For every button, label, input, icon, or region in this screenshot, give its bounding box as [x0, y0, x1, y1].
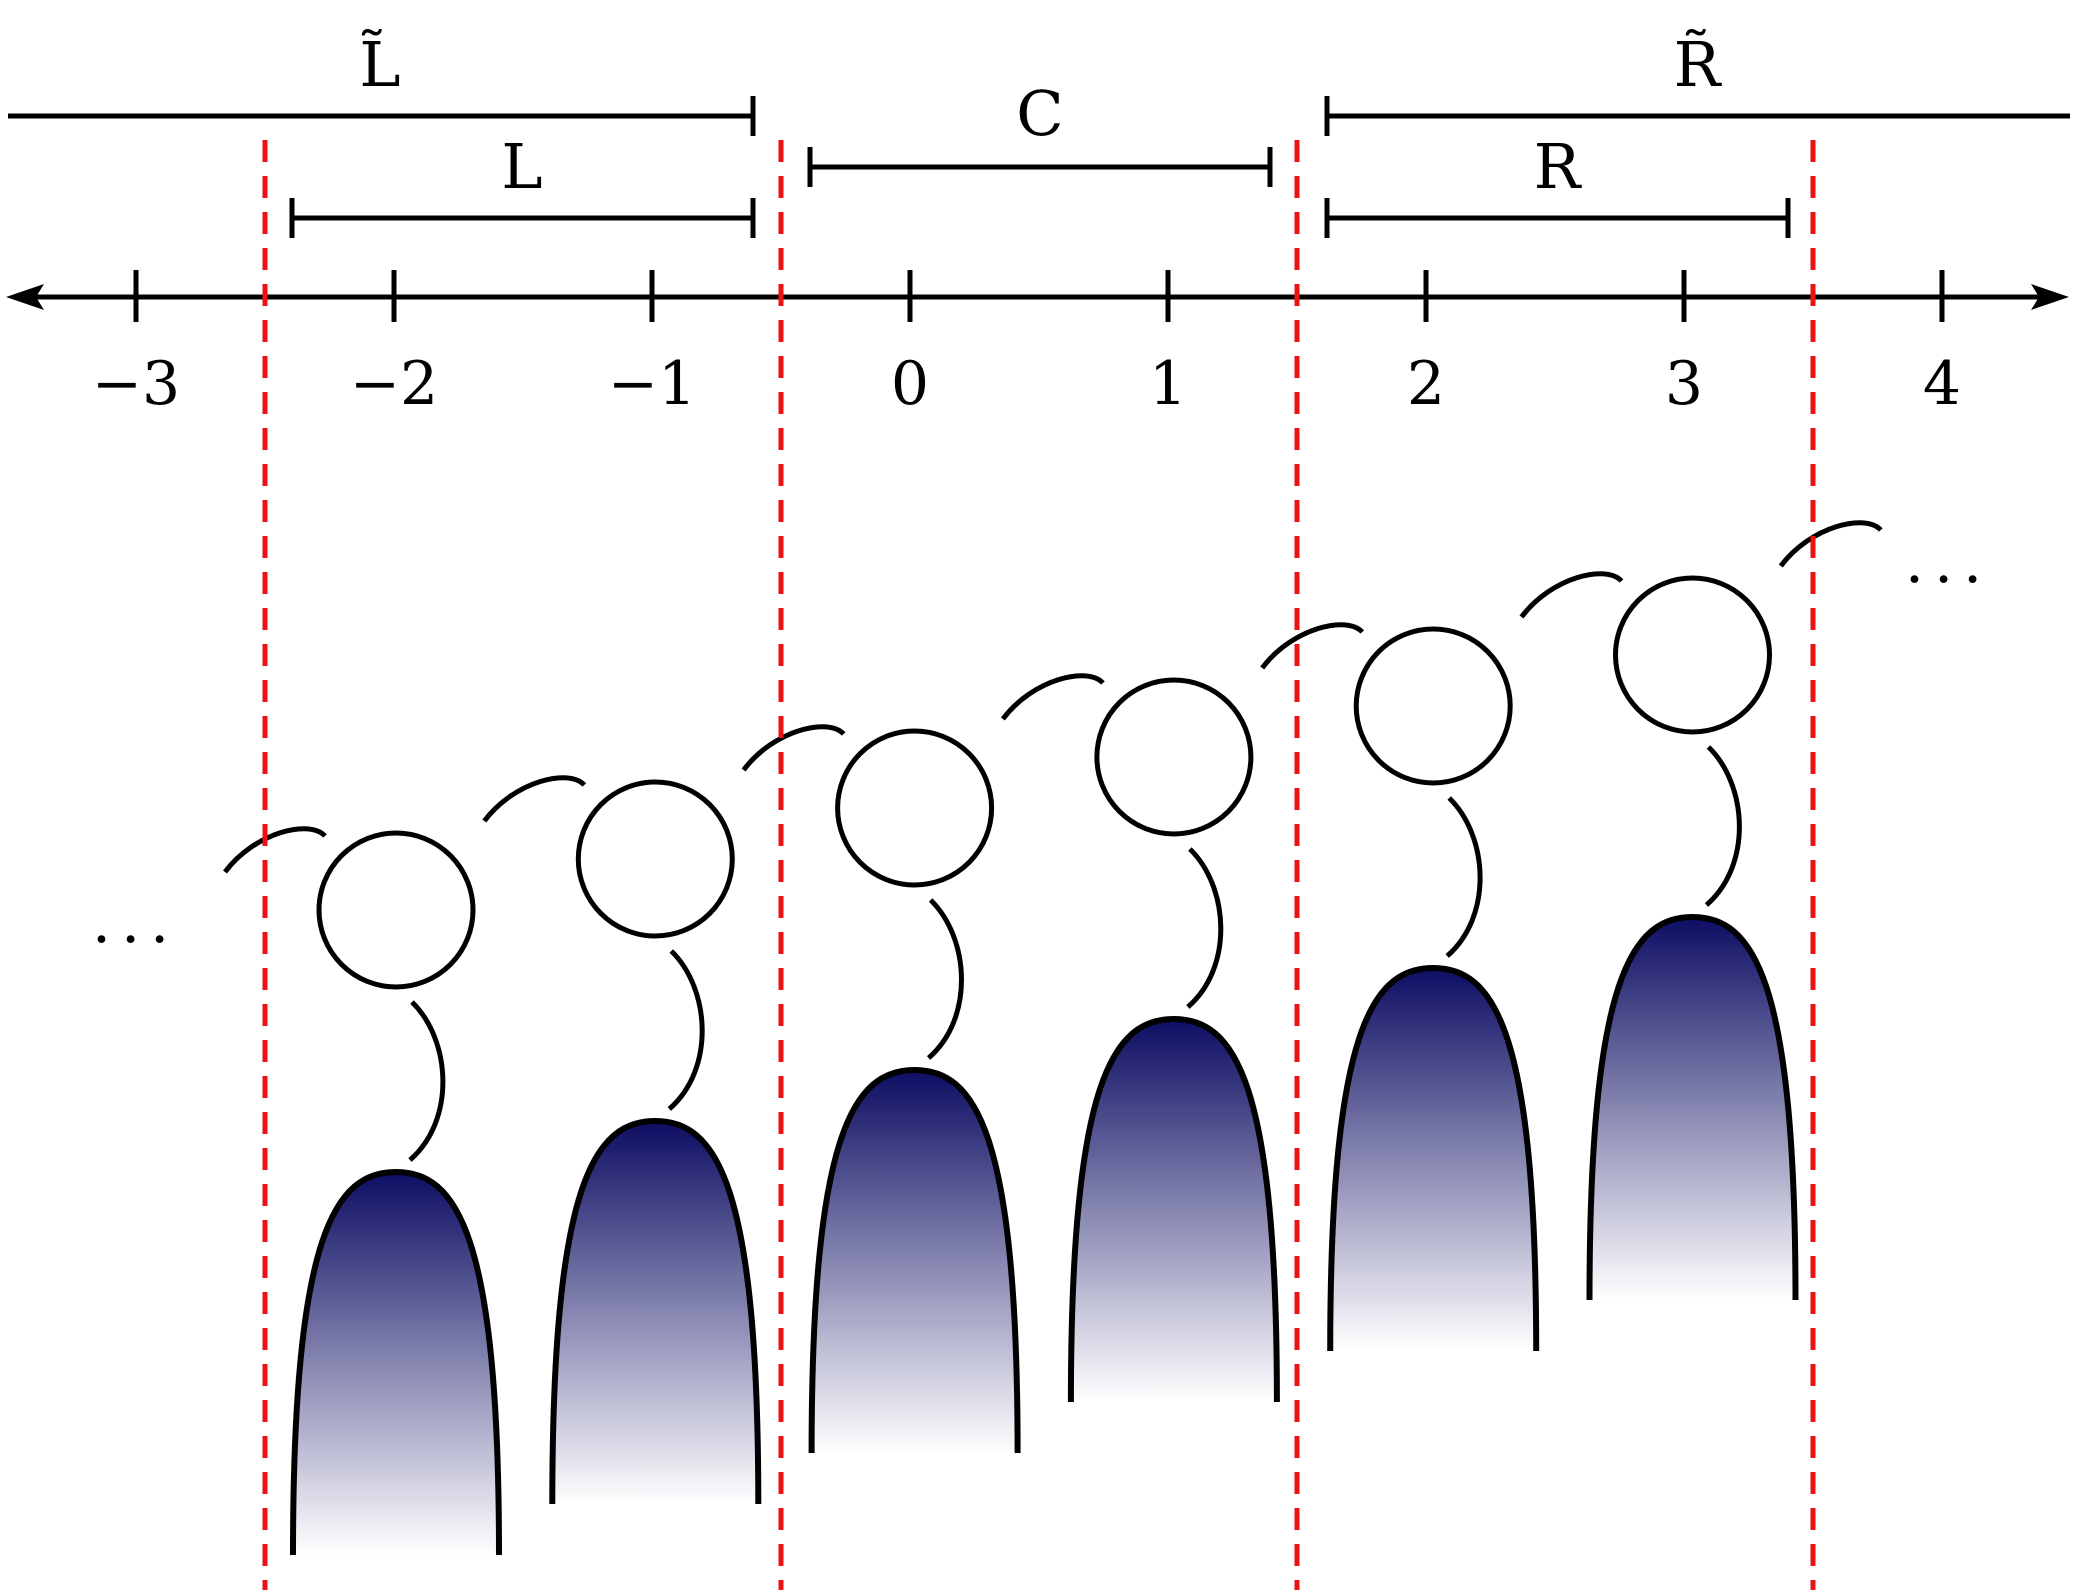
- axis-ticks: −3 −2 −1 0 1 2 3 4: [92, 270, 1961, 419]
- cut-lines: [262, 140, 1816, 1590]
- bond-arc: [482, 775, 587, 823]
- bond-arc: [1000, 673, 1105, 721]
- site-head: [316, 830, 476, 990]
- bond-arc-trailing: [1778, 520, 1883, 568]
- number-line: [6, 284, 2069, 310]
- axis-tick-label: 3: [1665, 349, 1703, 419]
- site-head: [1613, 575, 1772, 735]
- bond-arc: [223, 826, 327, 874]
- axis-tick-label: −1: [608, 349, 696, 419]
- site-head: [575, 779, 735, 939]
- site-neck: [408, 1000, 446, 1162]
- mps-chain: [223, 520, 1883, 1556]
- site-body: [1067, 1015, 1280, 1403]
- site-head: [1353, 626, 1513, 786]
- bond-arc: [1260, 622, 1365, 670]
- label-r-tilde: R̃: [1674, 28, 1723, 101]
- axis-tick-label: −2: [350, 349, 438, 419]
- axis-tick-label: 2: [1407, 349, 1445, 419]
- label-c: C: [1016, 77, 1063, 150]
- ellipsis-right: ···: [1905, 545, 1992, 615]
- site-head: [835, 728, 995, 888]
- axis-tick-label: 0: [891, 349, 929, 419]
- site-body: [808, 1066, 1021, 1454]
- site-body: [1327, 964, 1540, 1352]
- label-l-tilde: L̃: [359, 28, 400, 101]
- bond-arc: [741, 724, 846, 772]
- site-neck: [1704, 745, 1742, 907]
- axis-arrow-right: [2031, 284, 2069, 310]
- axis-tick-label: 1: [1149, 349, 1187, 419]
- site-neck: [667, 949, 705, 1111]
- axis-tick-label: −3: [92, 349, 180, 419]
- site-head: [1094, 677, 1254, 837]
- site-neck: [926, 898, 964, 1060]
- ellipsis-left: ···: [92, 905, 179, 975]
- site-body: [290, 1168, 502, 1556]
- label-r: R: [1534, 130, 1583, 203]
- bond-arc: [1519, 571, 1624, 619]
- label-l: L: [501, 130, 542, 203]
- region-bars: [8, 96, 2070, 238]
- axis-arrow-left: [6, 284, 44, 310]
- site-body: [1586, 913, 1799, 1301]
- site-body: [549, 1117, 762, 1505]
- axis-tick-label: 4: [1923, 349, 1961, 419]
- site-neck: [1186, 847, 1224, 1009]
- site-neck: [1445, 796, 1483, 958]
